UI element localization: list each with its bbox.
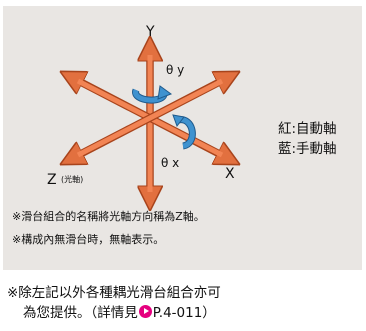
footer-note: ※除左記以外各種耦光滑台組合亦可 為您提供。（詳情見 P.4-011）	[7, 283, 221, 323]
theta-y-rotation-arrow	[132, 85, 173, 104]
theta-x-label: θ x	[161, 156, 180, 170]
theta-x-rotation-arrow	[172, 114, 196, 150]
y-axis-label: Y	[146, 24, 155, 40]
footer-line-2-text: 為您提供。（詳情見	[23, 305, 138, 321]
diagram-panel: Y θ y θ x X Z (光軸) 紅:自動軸 藍:手動軸 ※滑台組合的名稱將…	[3, 6, 362, 270]
z-axis-label: Z	[47, 172, 57, 188]
axis-diagram	[3, 6, 362, 270]
axis-legend: 紅:自動軸 藍:手動軸	[278, 119, 337, 159]
legend-manual-axis: 藍:手動軸	[278, 141, 337, 157]
page-reference-link[interactable]: P.4-011）	[152, 305, 216, 321]
footer-line-1: ※除左記以外各種耦光滑台組合亦可	[7, 285, 221, 301]
footer-line-2: 為您提供。（詳情見 P.4-011）	[7, 303, 221, 323]
z-axis-note: (光軸)	[61, 175, 84, 184]
arrow-right-circle-icon	[138, 305, 152, 318]
note-no-axis: ※構成內無滑台時，無軸表示。	[12, 233, 165, 246]
note-z-axis: ※滑台組合的名稱將光軸方向稱為Z軸。	[12, 210, 205, 223]
theta-y-label: θ y	[166, 63, 185, 77]
legend-auto-axis: 紅:自動軸	[278, 121, 337, 137]
x-axis-label: X	[225, 166, 235, 182]
